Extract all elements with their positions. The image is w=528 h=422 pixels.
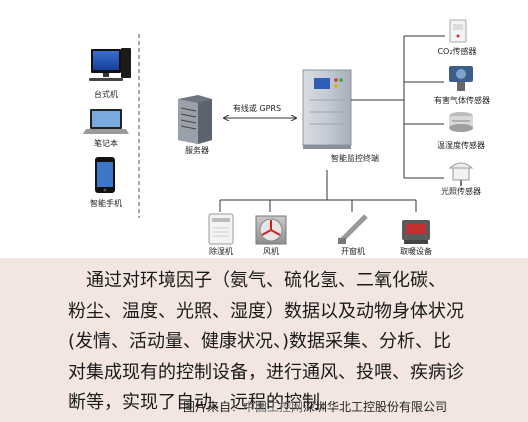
paragraph-line: 对集成现有的控制设备，进行通风、投喂、疾病诊: [68, 361, 464, 383]
light-sensor-icon: [448, 162, 474, 186]
gas-sensor-icon: [449, 66, 473, 91]
actuator-connectors: [219, 170, 417, 212]
paragraph-line: 断等，实现了自动、远程的控制。: [68, 392, 338, 413]
laptop-icon: [83, 109, 129, 134]
server-label: 服务器: [185, 146, 209, 155]
temp-humidity-sensor-label: 温湿度传感器: [437, 141, 485, 150]
caption-prefix: 图片来自: [183, 400, 232, 414]
co2-sensor-icon: [449, 19, 467, 43]
paragraph-line: 粉尘、温度、光照、湿度）数据以及动物身体状况: [68, 300, 464, 322]
dehumidifier-label: 除湿机: [209, 247, 233, 256]
fan-label: 风机: [263, 247, 279, 256]
paragraph-line: 通过对环境因子（氨气、硫化氢、二氧化碳、: [86, 270, 446, 291]
feeding-device-icon: [402, 220, 430, 244]
fan-icon: [255, 215, 287, 245]
phone-label: 智能手机: [90, 199, 122, 208]
desktop-label: 台式机: [94, 90, 118, 99]
desktop-icon: [89, 48, 131, 81]
paragraph-line: (发情、活动量、健康状况、)数据采集、分析、比: [68, 331, 452, 352]
dehumidifier-icon: [208, 213, 234, 245]
window-opener-label: 开窗机: [341, 247, 365, 256]
smartphone-icon: [95, 157, 115, 193]
source-caption: 图片来自：中国工控网深圳华北工控股份有限公司: [183, 398, 447, 415]
link-label: 有线或 GPRS: [232, 104, 282, 113]
temp-humidity-sensor-icon: [449, 112, 473, 132]
terminal-label: 智能监控终端: [331, 154, 379, 163]
laptop-label: 笔记本: [94, 139, 118, 148]
caption-faded: ：中国工控网: [231, 400, 304, 414]
light-sensor-label: 光照传感器: [441, 187, 481, 196]
sensor-connectors: [351, 35, 445, 179]
description-paragraph: 通过对环境因子（氨气、硫化氢、二氧化碳、 粉尘、温度、光照、湿度）数据以及动物身…: [68, 266, 523, 419]
co2-sensor-label: CO₂传感器: [437, 47, 477, 56]
window-opener-icon: [338, 214, 368, 244]
feeding-device-label: 取暖设备: [400, 247, 432, 256]
terminal-cabinet-icon: [302, 69, 352, 149]
caption-suffix: 深圳华北工控股份有限公司: [303, 400, 448, 414]
server-icon: [178, 95, 212, 144]
gas-sensor-label: 有害气体传感器: [434, 96, 490, 105]
